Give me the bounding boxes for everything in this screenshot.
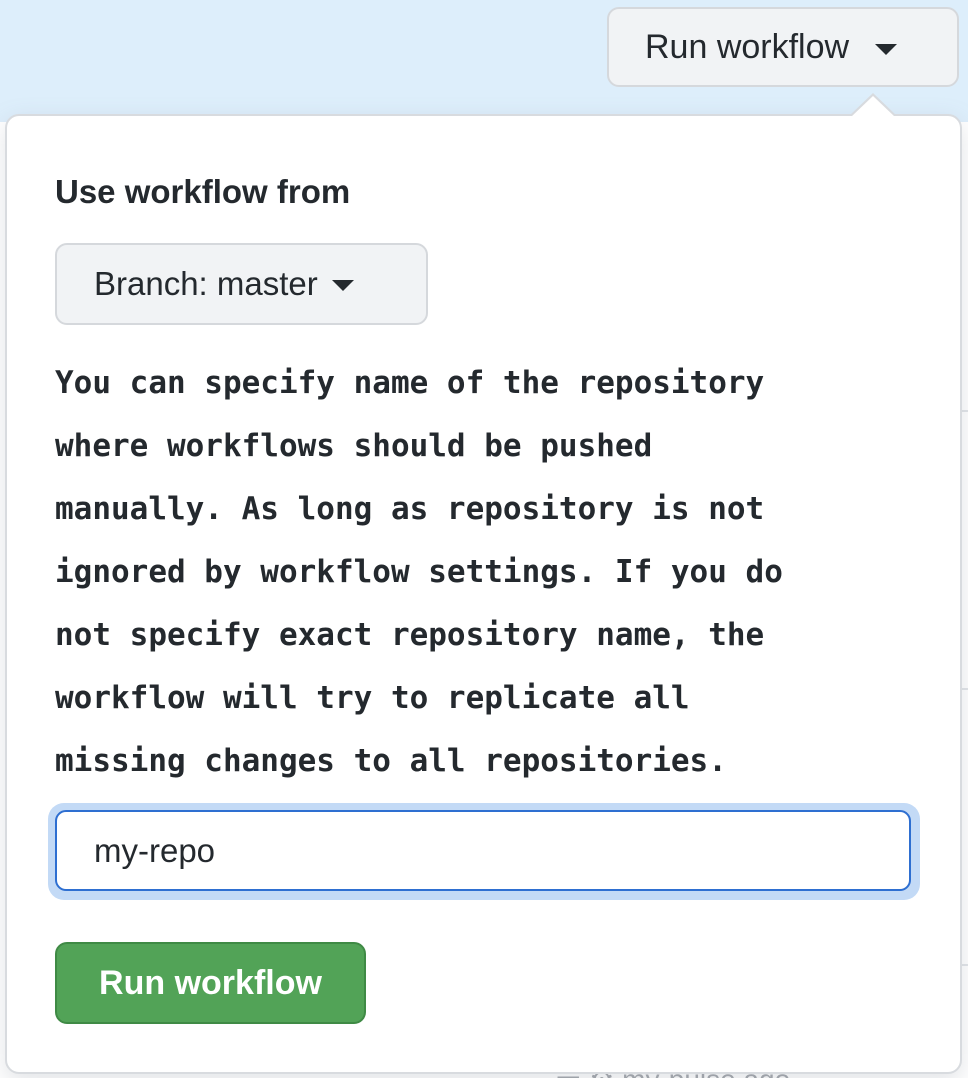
use-workflow-from-label: Use workflow from — [55, 173, 351, 210]
branch-select-label: Branch: master — [94, 265, 318, 302]
background-row-divider — [958, 688, 968, 690]
caret-down-icon — [331, 279, 354, 291]
run-workflow-submit-label: Run workflow — [99, 963, 322, 1002]
caret-down-icon — [875, 43, 898, 55]
run-workflow-dropdown-button[interactable]: Run workflow — [607, 7, 959, 87]
run-workflow-submit-button[interactable]: Run workflow — [55, 942, 366, 1024]
run-workflow-dropdown-label: Run workflow — [645, 27, 850, 66]
input-description: You can specify name of the repository w… — [55, 365, 783, 779]
popover-arrow-fill — [851, 96, 895, 117]
background-row-divider — [958, 964, 968, 966]
branch-select-button[interactable]: Branch: master — [55, 243, 428, 325]
background-row-divider — [958, 410, 968, 412]
repository-name-input[interactable] — [55, 810, 911, 891]
